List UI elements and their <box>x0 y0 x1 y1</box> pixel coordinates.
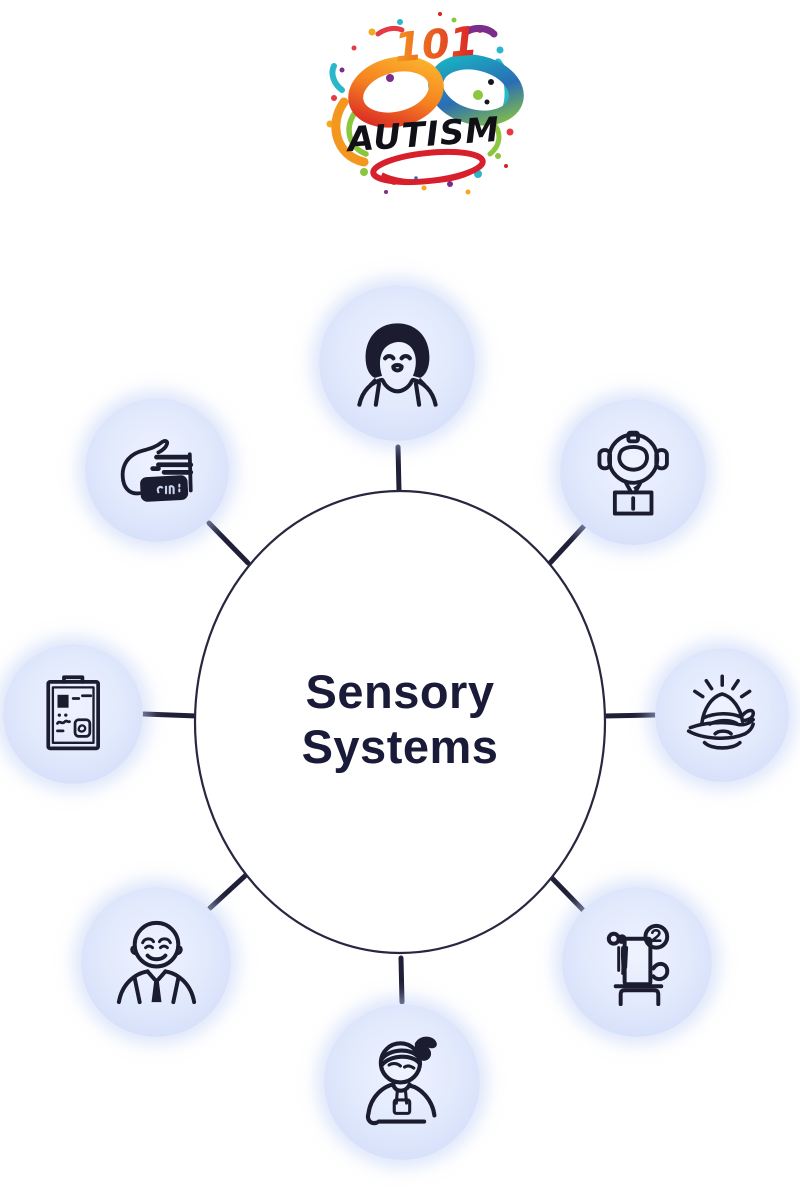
spoke-bottom-left <box>207 872 249 911</box>
logo-number-text: 101 <box>392 18 479 71</box>
hand-card-strokes <box>121 439 194 503</box>
headband-person-strokes <box>365 1036 437 1125</box>
spoke-right <box>601 712 657 719</box>
node-bottom <box>324 1004 480 1160</box>
autism-logo-graphic: 101 AUTISM <box>326 12 524 195</box>
node-top-right <box>560 399 706 545</box>
bald-man-icon <box>116 920 196 1004</box>
hand-card-icon <box>121 439 194 503</box>
spoke-left <box>141 711 200 719</box>
child-face-strokes <box>356 322 438 407</box>
infinity-symbol <box>348 54 524 128</box>
autism-101-logo: 101 AUTISM <box>320 6 525 198</box>
node-top <box>319 285 475 441</box>
hand-glow-icon <box>686 674 755 750</box>
logo-swoosh <box>370 148 486 186</box>
hand-glow-strokes <box>686 674 755 750</box>
node-top-left <box>85 398 229 542</box>
diagram-title: Sensory Systems <box>301 665 499 773</box>
headphones-person-strokes <box>597 430 669 516</box>
node-right <box>655 648 789 782</box>
card-text-marks <box>157 484 181 495</box>
bald-man-strokes <box>116 920 196 1004</box>
spoke-top-right <box>547 523 587 566</box>
node-left <box>3 644 143 784</box>
child-face-icon <box>356 322 438 407</box>
headband-person-icon <box>365 1036 437 1125</box>
spoke-bottom <box>398 955 405 1005</box>
spoke-bottom-right <box>547 873 586 913</box>
therapy-equipment-icon <box>606 923 669 1006</box>
headphones-person-icon <box>597 430 669 516</box>
node-bottom-right <box>562 887 712 1037</box>
spoke-top-left <box>206 520 251 566</box>
clipboard-checklist-strokes <box>46 675 100 751</box>
therapy-equipment-strokes <box>606 923 669 1006</box>
clipboard-checklist-icon <box>46 675 100 751</box>
spoke-top <box>395 444 402 494</box>
center-ellipse <box>193 489 607 955</box>
node-bottom-left <box>81 887 231 1037</box>
